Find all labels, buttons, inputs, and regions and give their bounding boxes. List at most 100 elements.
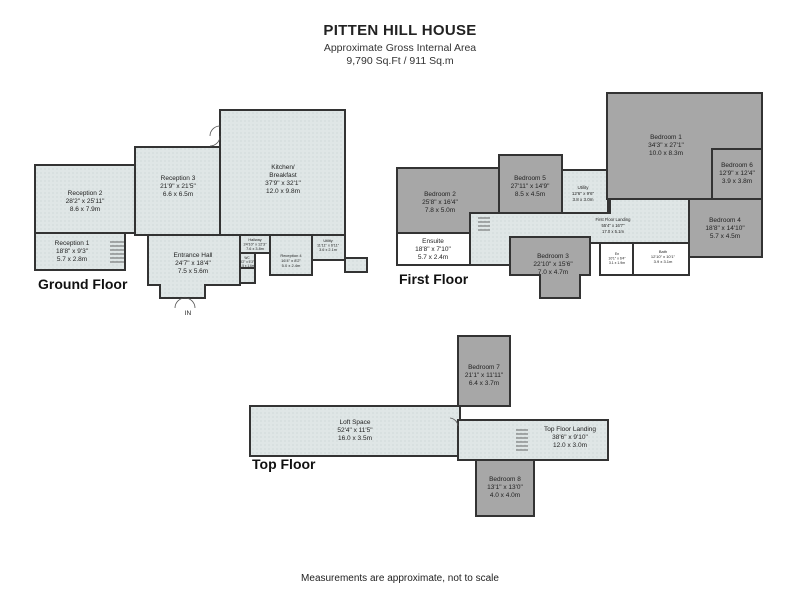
utility-ground-metric: 3.6 x 2.1m bbox=[319, 248, 337, 252]
wc-name: WC bbox=[244, 256, 250, 260]
landing-first-name: First Floor Landing bbox=[596, 217, 632, 222]
reception3-imperial: 21'9" x 21'5" bbox=[160, 183, 196, 190]
room-wc-b bbox=[239, 267, 256, 284]
reception1-metric: 5.7 x 2.8m bbox=[57, 256, 87, 263]
ensuite-name: Ensuite bbox=[422, 238, 444, 245]
bath-metric: 3.9 x 3.1m bbox=[654, 259, 673, 264]
bedroom6-name: Bedroom 6 bbox=[721, 162, 753, 169]
reception4-name: Reception 4 bbox=[280, 253, 302, 258]
floor-label-ground: Ground Floor bbox=[38, 276, 128, 292]
door-arc bbox=[209, 125, 221, 137]
hallway-imperial: 24'10" x 12'3" bbox=[244, 243, 268, 247]
room-ensuite bbox=[396, 232, 471, 266]
hallway-name: Hallway bbox=[248, 238, 261, 242]
reception4-metric: 5.0 x 2.4m bbox=[282, 263, 301, 268]
entrance-imperial: 24'7" x 18'4" bbox=[175, 260, 211, 267]
room-kitchen bbox=[219, 109, 346, 236]
room-reception3 bbox=[134, 146, 221, 236]
reception3-metric: 6.6 x 6.5m bbox=[163, 191, 193, 198]
door-arc bbox=[209, 135, 221, 147]
bedroom3-name: Bedroom 3 bbox=[537, 253, 569, 260]
kitchen-metric: 12.0 x 9.8m bbox=[266, 188, 300, 195]
bedroom4-metric: 5.7 x 4.5m bbox=[710, 233, 740, 240]
footer-note: Measurements are approximate, not to sca… bbox=[301, 573, 499, 584]
bedroom3-imperial: 22'10" x 15'6" bbox=[533, 261, 573, 268]
bedroom7-name: Bedroom 7 bbox=[468, 364, 500, 371]
room-reception4 bbox=[269, 234, 313, 276]
bedroom2-imperial: 25'8" x 16'4" bbox=[422, 199, 458, 206]
ensuite-metric: 5.7 x 2.4m bbox=[418, 254, 448, 261]
kitchen-imperial: 37'9" x 32'1" bbox=[265, 180, 301, 187]
utility-ground-name: Utility bbox=[323, 239, 332, 243]
loft-metric: 16.0 x 3.5m bbox=[338, 435, 372, 442]
reception1-name: Reception 1 bbox=[55, 240, 90, 247]
bedroom3-metric: 7.0 x 4.7m bbox=[538, 269, 568, 276]
room-reception2 bbox=[34, 164, 136, 234]
reception2-metric: 8.6 x 7.9m bbox=[70, 206, 100, 213]
utility-ground-imperial: 11'11" x 6'11" bbox=[317, 244, 340, 248]
stairs-top bbox=[516, 429, 528, 451]
bedroom8-name: Bedroom 8 bbox=[489, 476, 521, 483]
stairs-first bbox=[478, 217, 490, 231]
door-arc bbox=[449, 417, 459, 427]
room-bedroom7 bbox=[457, 335, 511, 407]
bedroom2-metric: 7.8 x 5.0m bbox=[425, 207, 455, 214]
utility-first-imperial: 12'6" x 9'6" bbox=[572, 191, 595, 196]
bedroom2-name: Bedroom 2 bbox=[424, 191, 456, 198]
room-utility-ground bbox=[311, 234, 346, 261]
wc-metric: 2.5 x 1.6m bbox=[240, 264, 255, 268]
entrance-in-label: IN bbox=[185, 310, 192, 317]
reception2-imperial: 28'2" x 25'11" bbox=[66, 198, 105, 205]
room-utility-first bbox=[561, 169, 609, 214]
kitchen-name-2: Breakfast bbox=[269, 172, 297, 179]
loft-name: Loft Space bbox=[339, 419, 370, 426]
reception2-name: Reception 2 bbox=[68, 190, 103, 197]
bath-name: Bath bbox=[659, 249, 667, 254]
stairs-ground bbox=[110, 241, 124, 263]
landing-top-imperial: 38'6" x 9'10" bbox=[552, 434, 588, 441]
bedroom4-name: Bedroom 4 bbox=[709, 217, 741, 224]
wc-imperial: 8'2" x 5'3" bbox=[240, 260, 254, 264]
bedroom5-imperial: 27'11" x 14'9" bbox=[511, 183, 550, 190]
area-value: 9,790 Sq.Ft / 911 Sq.m bbox=[346, 55, 454, 67]
bedroom8-metric: 4.0 x 4.0m bbox=[490, 492, 520, 499]
bedroom1-name: Bedroom 1 bbox=[650, 134, 682, 141]
bath-imperial: 12'10" x 10'1" bbox=[651, 254, 676, 259]
shower-name: En bbox=[615, 252, 619, 256]
room-bath bbox=[632, 242, 690, 276]
kitchen-name-1: Kitchen/ bbox=[271, 164, 295, 171]
bedroom8-imperial: 13'1" x 13'0" bbox=[487, 484, 523, 491]
reception4-imperial: 16'4" x 8'2" bbox=[281, 258, 301, 263]
floor-label-top: Top Floor bbox=[252, 456, 316, 472]
bedroom1-metric: 10.0 x 8.3m bbox=[649, 150, 683, 157]
entrance-name: Entrance Hall bbox=[173, 252, 213, 259]
ensuite-imperial: 18'8" x 7'10" bbox=[415, 246, 451, 253]
door-arc bbox=[174, 297, 186, 309]
landing-top-metric: 12.0 x 3.0m bbox=[553, 442, 587, 449]
utility-first-metric: 3.8 x 3.0m bbox=[572, 197, 593, 202]
room-loft bbox=[249, 405, 461, 457]
door-arc bbox=[184, 297, 196, 309]
room-top-landing bbox=[457, 419, 609, 461]
bedroom5-name: Bedroom 5 bbox=[514, 175, 546, 182]
bedroom5-metric: 8.5 x 4.5m bbox=[515, 191, 545, 198]
room-porch bbox=[344, 257, 368, 273]
bedroom7-metric: 6.4 x 3.7m bbox=[469, 380, 499, 387]
room-bedroom3 bbox=[509, 236, 591, 299]
room-bedroom4 bbox=[688, 198, 763, 258]
landing-first-metric: 17.0 x 5.1m bbox=[602, 229, 624, 234]
reception3-name: Reception 3 bbox=[161, 175, 196, 182]
utility-first-name: Utility bbox=[578, 185, 590, 190]
entrance-metric: 7.5 x 5.6m bbox=[178, 268, 208, 275]
bedroom4-imperial: 18'8" x 14'10" bbox=[705, 225, 745, 232]
hallway-metric: 7.6 x 3.8m bbox=[246, 247, 264, 251]
room-reception1 bbox=[34, 232, 126, 271]
bedroom7-imperial: 21'1" x 11'11" bbox=[465, 372, 504, 379]
area-label: Approximate Gross Internal Area bbox=[323, 42, 477, 54]
shower-metric: 3.1 x 1.9m bbox=[609, 261, 625, 265]
plan-title: PITTEN HILL HOUSE bbox=[323, 22, 477, 39]
loft-imperial: 52'4" x 11'5" bbox=[337, 427, 373, 434]
bedroom6-metric: 3.9 x 3.8m bbox=[722, 178, 752, 185]
reception1-imperial: 18'8" x 9'3" bbox=[56, 248, 89, 255]
